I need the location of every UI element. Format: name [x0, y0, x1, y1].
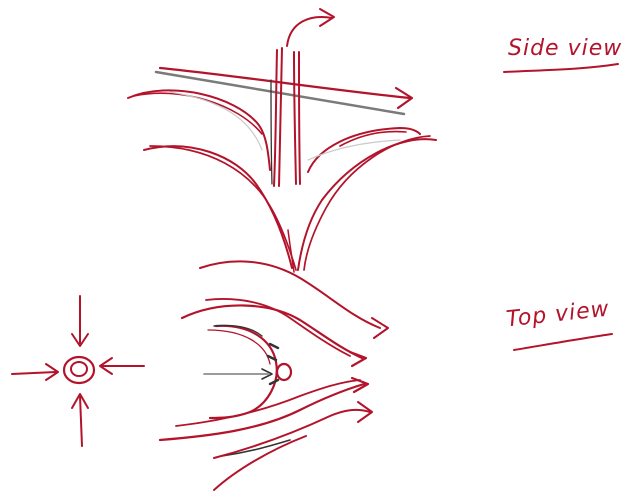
top-view-flow-bottom-1	[214, 410, 370, 458]
side-view-wing-right-upper	[308, 128, 420, 172]
side-view-wing-left-upper-b	[134, 93, 262, 134]
side-view-sketch	[128, 9, 436, 272]
convergence-ring-inner	[71, 362, 87, 376]
side-view-post-gray	[271, 80, 272, 184]
top-view-wake-outer-bottom	[160, 384, 364, 440]
convergence-symbol	[12, 296, 144, 446]
side-view-post-left-b	[279, 48, 282, 186]
side-view-label: Side view	[508, 36, 622, 61]
side-view-post-right-b	[299, 52, 300, 184]
side-view-wing-left-upper	[128, 90, 270, 170]
side-view-post-left-a	[274, 50, 277, 186]
side-view-wing-right-lower-b	[304, 136, 430, 270]
side-view-underline	[504, 64, 618, 72]
arrow-from-left	[12, 372, 56, 374]
top-view-wake-mid-bottom	[176, 380, 360, 426]
side-view-post-right-a	[294, 52, 296, 184]
top-view-sketch	[160, 261, 388, 490]
side-view-curl-arrow	[287, 17, 332, 46]
top-view-object	[277, 364, 291, 380]
convergence-ring-outer	[64, 357, 94, 383]
side-view-wing-right-lower	[298, 139, 436, 270]
arrow-from-bottom	[80, 396, 82, 446]
top-view-underline	[514, 334, 612, 350]
